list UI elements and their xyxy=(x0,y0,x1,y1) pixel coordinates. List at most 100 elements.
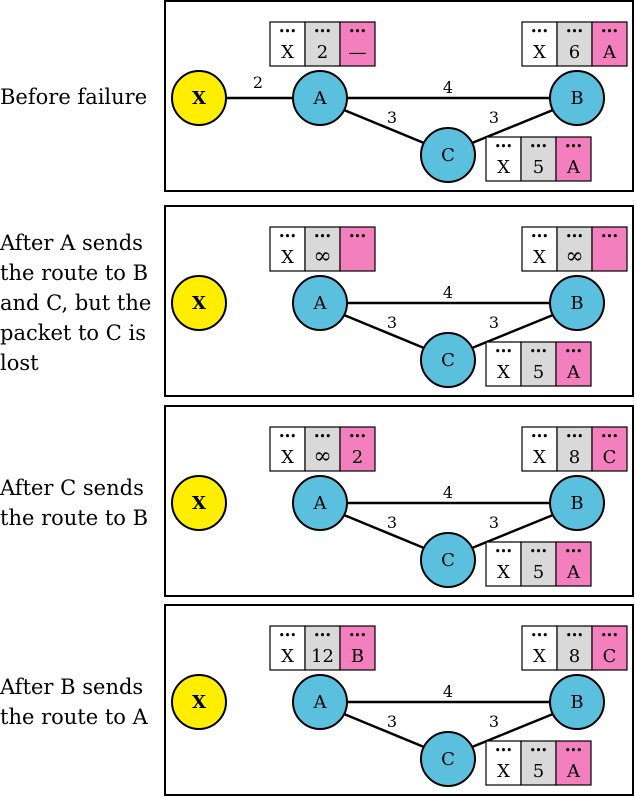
table-ellipsis: ••• xyxy=(349,631,366,641)
routing-table-b-cell xyxy=(556,21,593,67)
routing-table-b-cell xyxy=(591,625,628,671)
routing-table-a-cell xyxy=(339,426,376,472)
table-cell-value: 6 xyxy=(569,42,580,63)
routing-table-c-cell xyxy=(555,541,592,587)
table-ellipsis: ••• xyxy=(314,631,331,641)
node-c xyxy=(420,532,476,588)
node-label: B xyxy=(570,493,583,514)
table-cell-value: X xyxy=(533,646,546,667)
table-ellipsis: ••• xyxy=(531,232,548,242)
table-ellipsis: ••• xyxy=(531,631,548,641)
link-a-c xyxy=(343,513,425,550)
node-x xyxy=(171,70,227,126)
link-cost-label: 3 xyxy=(387,313,397,332)
routing-table-b-cell xyxy=(591,426,628,472)
node-x xyxy=(171,475,227,531)
table-cell-value: 5 xyxy=(533,761,544,782)
node-c xyxy=(420,731,476,787)
routing-table-c-cell xyxy=(485,341,522,387)
routing-table-a-cell xyxy=(269,426,306,472)
table-cell-value: A xyxy=(566,362,581,383)
routing-table-a-cell xyxy=(304,625,341,671)
routing-table-c-cell xyxy=(555,740,592,786)
table-cell-value: ∞ xyxy=(313,444,331,469)
table-ellipsis: ••• xyxy=(314,27,331,37)
table-ellipsis: ••• xyxy=(530,347,547,357)
table-ellipsis: ••• xyxy=(566,232,583,242)
node-label: C xyxy=(441,145,455,166)
link-cost-label: 2 xyxy=(253,73,263,92)
table-ellipsis: ••• xyxy=(279,432,296,442)
node-label: C xyxy=(441,350,455,371)
table-cell-value: X xyxy=(497,761,510,782)
routing-table-a-cell xyxy=(269,226,306,272)
node-b xyxy=(549,674,605,730)
link-cost-label: 3 xyxy=(387,712,397,731)
table-ellipsis: ••• xyxy=(601,232,618,242)
link-cost-label: 3 xyxy=(387,108,397,127)
table-cell-value: X xyxy=(281,646,294,667)
node-label: X xyxy=(192,88,206,109)
table-ellipsis: ••• xyxy=(314,432,331,442)
table-cell-value: X xyxy=(497,157,510,178)
node-c xyxy=(420,332,476,388)
table-ellipsis: ••• xyxy=(349,232,366,242)
table-cell-value: 5 xyxy=(533,157,544,178)
table-ellipsis: ••• xyxy=(530,142,547,152)
node-a xyxy=(292,674,348,730)
table-ellipsis: ••• xyxy=(530,547,547,557)
node-label: A xyxy=(313,293,328,314)
routing-table-b-cell xyxy=(521,625,558,671)
table-cell-value: 12 xyxy=(311,646,334,667)
node-label: B xyxy=(570,293,583,314)
node-c xyxy=(420,127,476,183)
node-b xyxy=(549,70,605,126)
node-label: C xyxy=(441,749,455,770)
table-cell-value: — xyxy=(349,42,367,63)
node-a xyxy=(292,70,348,126)
routing-table-b-cell xyxy=(556,625,593,671)
node-label: X xyxy=(192,493,206,514)
panel-caption: After C sends the route to B xyxy=(0,476,149,530)
routing-table-a-cell xyxy=(339,625,376,671)
table-ellipsis: ••• xyxy=(530,746,547,756)
table-ellipsis: ••• xyxy=(495,746,512,756)
table-ellipsis: ••• xyxy=(566,27,583,37)
link-cost-label: 4 xyxy=(443,283,453,302)
link-a-c xyxy=(343,313,425,350)
node-label: B xyxy=(570,88,583,109)
routing-table-c-cell xyxy=(485,136,522,182)
table-ellipsis: ••• xyxy=(601,27,618,37)
table-ellipsis: ••• xyxy=(601,631,618,641)
node-label: A xyxy=(313,88,328,109)
link-cost-label: 4 xyxy=(443,682,453,701)
table-ellipsis: ••• xyxy=(566,432,583,442)
node-label: X xyxy=(192,293,206,314)
table-cell-value: A xyxy=(566,157,581,178)
table-cell-value: C xyxy=(603,646,617,667)
table-ellipsis: ••• xyxy=(495,547,512,557)
routing-table-b-cell xyxy=(521,21,558,67)
table-cell-value: X xyxy=(497,562,510,583)
table-cell-value: 5 xyxy=(533,562,544,583)
node-x xyxy=(171,674,227,730)
node-b xyxy=(549,475,605,531)
table-cell-value: X xyxy=(497,362,510,383)
node-x xyxy=(171,275,227,331)
link-cost-label: 4 xyxy=(443,78,453,97)
table-ellipsis: ••• xyxy=(279,631,296,641)
table-cell-value: X xyxy=(533,42,546,63)
node-a xyxy=(292,475,348,531)
table-cell-value: A xyxy=(566,761,581,782)
routing-table-a-cell xyxy=(339,21,376,67)
table-cell-value: X xyxy=(281,447,294,468)
link-cost-label: 3 xyxy=(489,513,499,532)
table-cell-value: A xyxy=(602,42,617,63)
table-cell-value: A xyxy=(566,562,581,583)
table-cell-value: C xyxy=(603,447,617,468)
table-cell-value: X xyxy=(533,247,546,268)
table-ellipsis: ••• xyxy=(495,347,512,357)
